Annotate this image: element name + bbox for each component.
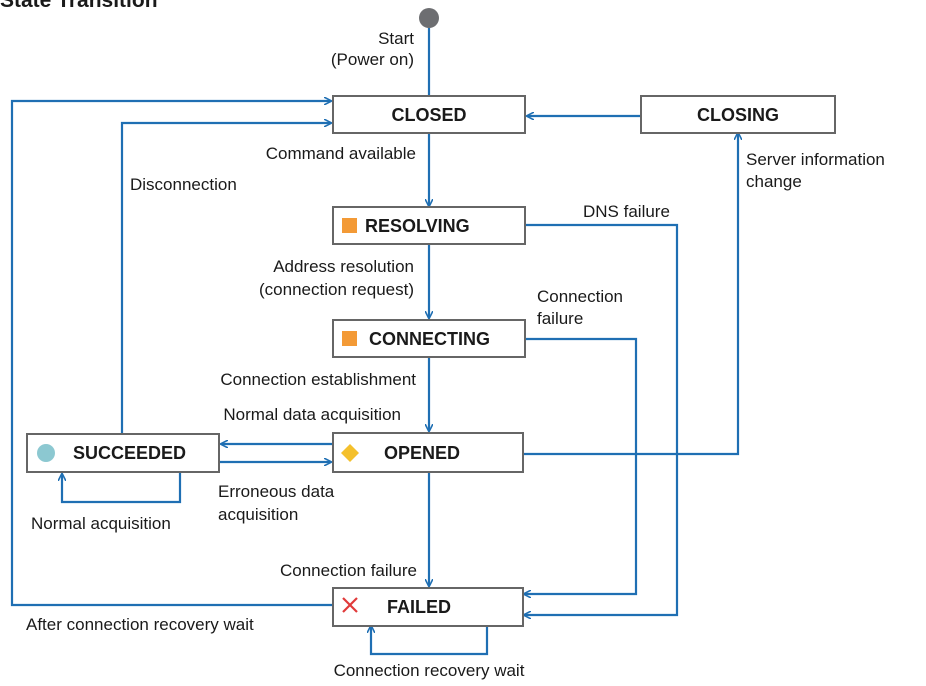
red-cross-icon <box>342 597 358 613</box>
label-server-change: change <box>746 172 802 191</box>
edge-resolving-to-failed <box>524 223 679 615</box>
yellow-diamond-icon <box>341 444 359 462</box>
label-erroneous-data: Erroneous data <box>218 482 335 501</box>
state-opened-label: OPENED <box>384 443 460 463</box>
state-connecting-label: CONNECTING <box>369 329 490 349</box>
diagram-title: State Transition <box>0 0 158 12</box>
label-connection-recovery-wait: Connection recovery wait <box>334 661 525 680</box>
state-failed-box <box>332 587 524 627</box>
state-resolving-box <box>332 206 526 245</box>
state-failed-label: FAILED <box>387 597 451 617</box>
state-resolving-label: RESOLVING <box>365 216 470 236</box>
transition-edges <box>10 28 738 656</box>
label-connection-request: (connection request) <box>259 280 414 299</box>
edge-failed-to-closed <box>10 101 333 607</box>
label-disconnection: Disconnection <box>130 175 237 194</box>
edge-succeeded-to-closed <box>120 123 331 433</box>
label-power-on: (Power on) <box>331 50 414 69</box>
state-opened: OPENED <box>332 432 524 473</box>
label-server-information: Server information <box>746 150 885 169</box>
teal-circle-icon <box>37 444 55 462</box>
label-erroneous-acquisition: acquisition <box>218 505 298 524</box>
edge-connecting-to-failed <box>524 337 638 594</box>
label-connection-failure-opened: Connection failure <box>280 561 417 580</box>
label-connection-failure-bottom: failure <box>537 309 583 328</box>
state-resolving: RESOLVING <box>332 206 526 245</box>
edge-opened-to-closing <box>524 133 738 456</box>
state-closing-box <box>640 95 836 134</box>
label-normal-data-acquisition: Normal data acquisition <box>223 405 401 424</box>
state-failed: FAILED <box>332 587 524 627</box>
state-closed-box <box>332 95 526 134</box>
start-node-icon <box>419 8 439 28</box>
state-connecting: CONNECTING <box>332 319 526 358</box>
state-succeeded: SUCCEEDED <box>26 433 220 473</box>
label-command-available: Command available <box>266 144 416 163</box>
label-after-recovery-wait: After connection recovery wait <box>26 615 254 634</box>
state-connecting-box <box>332 319 526 358</box>
edge-failed-self-loop <box>371 624 489 656</box>
edge-labels: Start (Power on) Command available Disco… <box>26 29 885 680</box>
state-succeeded-label: SUCCEEDED <box>73 443 186 463</box>
state-closing: CLOSING <box>640 95 836 134</box>
orange-square-icon <box>342 331 357 346</box>
edge-succeeded-self-loop <box>62 472 182 504</box>
label-dns-failure: DNS failure <box>583 202 670 221</box>
state-closed-label: CLOSED <box>391 105 466 125</box>
state-closed: CLOSED <box>332 95 526 134</box>
state-opened-box <box>332 432 524 473</box>
label-address-resolution: Address resolution <box>273 257 414 276</box>
label-connection-establishment: Connection establishment <box>220 370 416 389</box>
state-closing-label: CLOSING <box>697 105 779 125</box>
state-succeeded-box <box>26 433 220 473</box>
orange-square-icon <box>342 218 357 233</box>
label-start: Start <box>378 29 414 48</box>
label-connection-failure-top: Connection <box>537 287 623 306</box>
label-normal-acquisition: Normal acquisition <box>31 514 171 533</box>
